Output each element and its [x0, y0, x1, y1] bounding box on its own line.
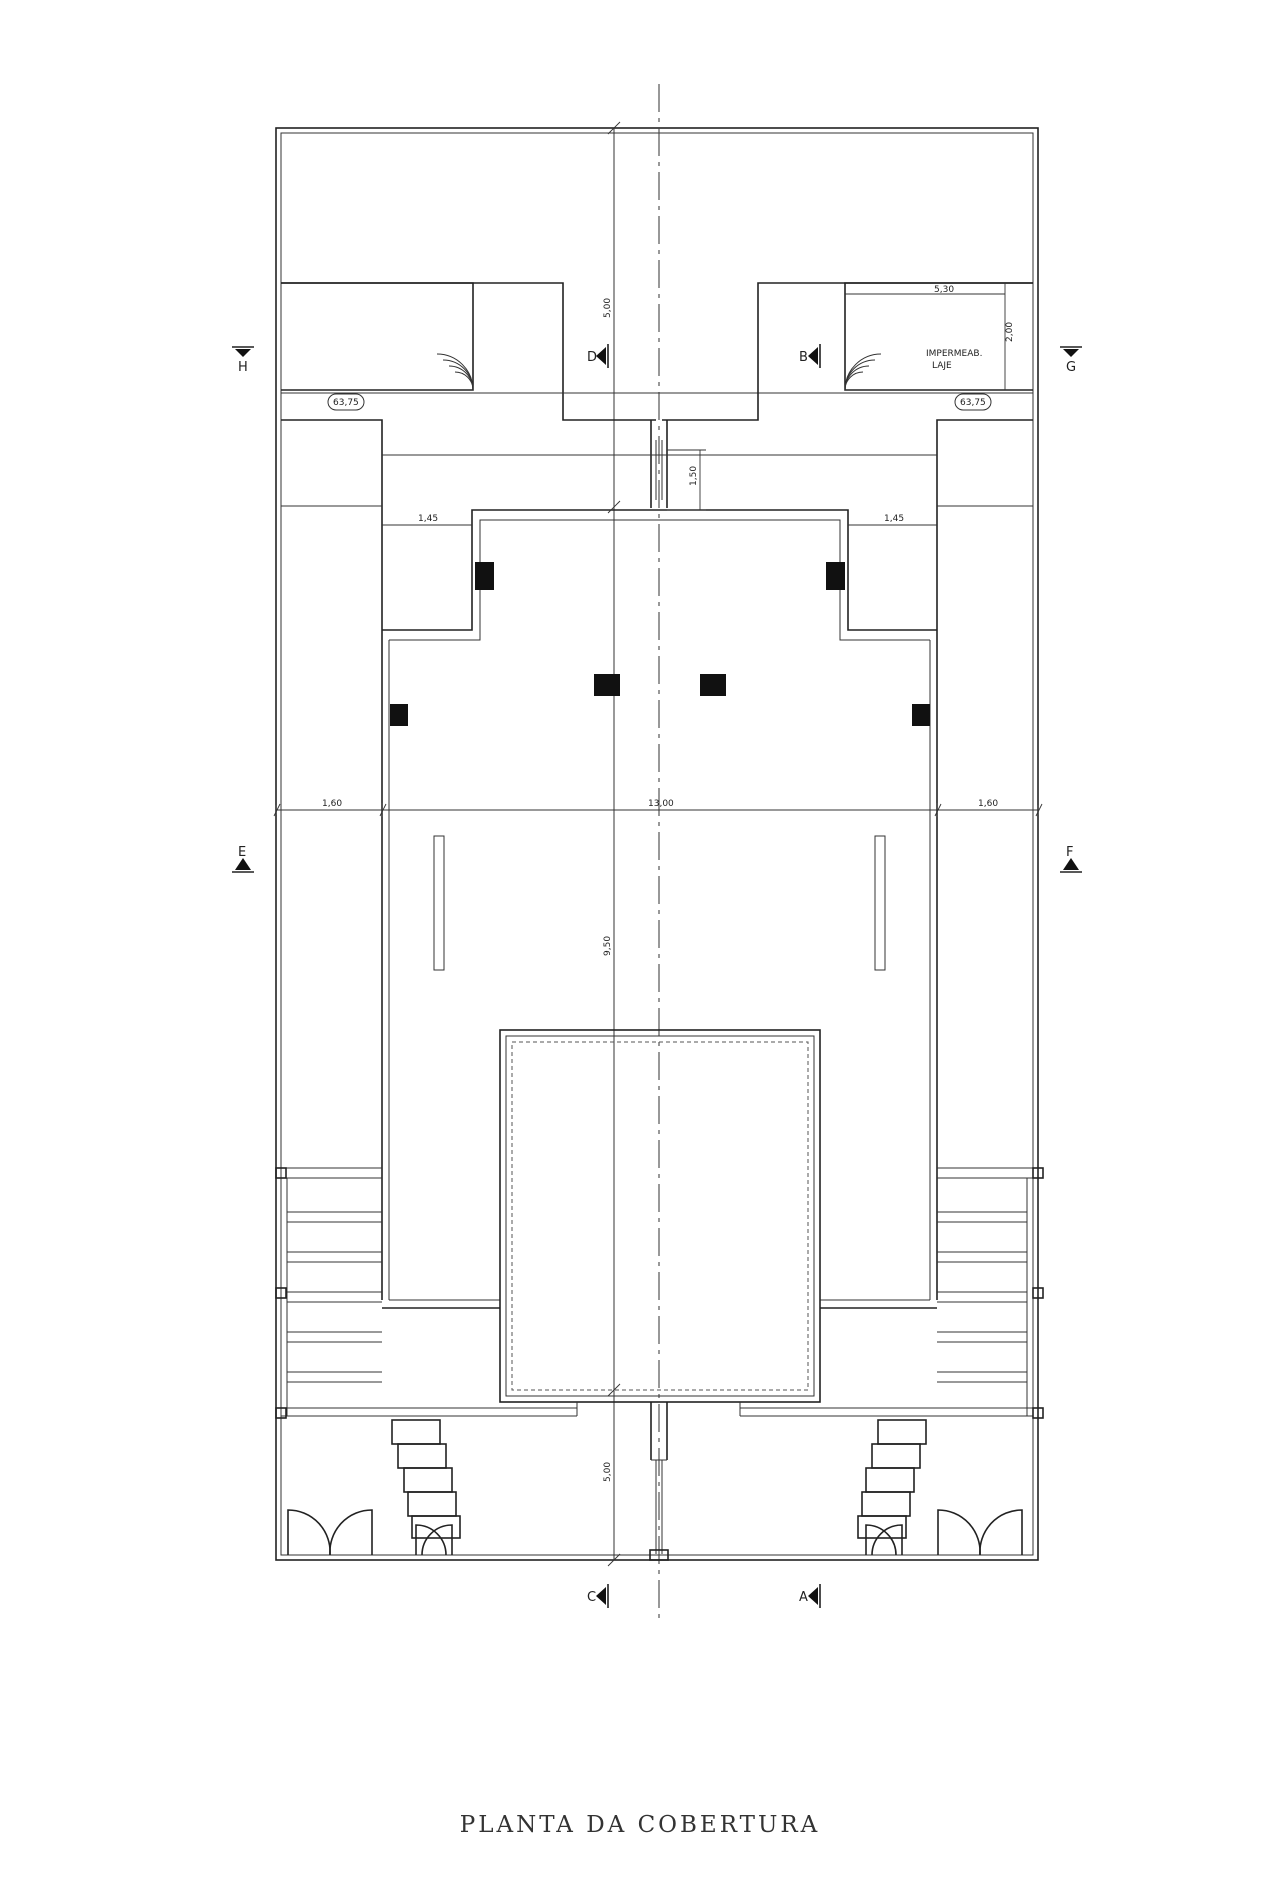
slot-left — [433, 835, 445, 971]
dim-box-width: 5,30 — [934, 285, 954, 295]
section-label-f: F — [1066, 845, 1073, 860]
section-label-a: A — [799, 1590, 808, 1605]
entrance-steps-right — [857, 1419, 927, 1539]
section-marker-h: H — [232, 346, 254, 375]
pillar — [594, 674, 620, 696]
section-marker-d: D — [587, 344, 609, 368]
front-passage — [649, 1402, 669, 1561]
outer-boundary — [275, 127, 1039, 1561]
room-label-line2: LAJE — [932, 361, 952, 371]
section-marker-b: B — [799, 344, 821, 368]
central-roof-outline — [382, 509, 937, 1309]
dim-center-depth: 9,50 — [603, 936, 613, 956]
dim-neck: 1,50 — [689, 466, 699, 486]
entrance-steps-left — [391, 1419, 461, 1539]
level-tag-right: 63,75 — [960, 398, 986, 408]
dim-right-step: 1,45 — [884, 514, 904, 524]
section-label-d: D — [587, 350, 597, 365]
pillars — [390, 562, 930, 726]
dim-top-center: 5,00 — [603, 298, 613, 318]
upper-left-block — [281, 282, 1033, 421]
section-marker-a: A — [799, 1584, 821, 1608]
section-marker-f: F — [1060, 845, 1082, 873]
section-label-h: H — [238, 360, 248, 375]
drawing-title: PLANTA DA COBERTURA — [459, 1812, 821, 1838]
dim-bottom-center: 5,00 — [603, 1462, 613, 1482]
dimension-lines — [273, 121, 1043, 1567]
pillar — [912, 704, 930, 726]
skylight — [499, 1029, 821, 1403]
dim-right-wing: 1,60 — [978, 799, 998, 809]
door-swings — [287, 1509, 1023, 1556]
section-label-e: E — [238, 845, 246, 860]
section-marker-e: E — [232, 845, 254, 873]
lower-right-stairs — [739, 1167, 1033, 1417]
level-tag-left: 63,75 — [333, 398, 359, 408]
section-markers: H G E F D B — [232, 344, 1082, 1608]
dim-box-height: 2,00 — [1005, 322, 1015, 342]
pillar — [475, 562, 494, 590]
section-marker-c: C — [587, 1584, 609, 1608]
pillar — [826, 562, 845, 590]
side-wings — [281, 419, 1033, 1300]
upper-right-block — [662, 282, 1033, 421]
dimension-texts: 5,00 5,30 2,00 1,50 1,45 1,45 1,60 13,00… — [322, 285, 1015, 1482]
section-label-b: B — [799, 350, 808, 365]
pillar — [700, 674, 726, 696]
dim-left-wing: 1,60 — [322, 799, 342, 809]
room-label: IMPERMEAB. LAJE — [926, 349, 982, 371]
lower-left-stairs — [281, 1167, 578, 1417]
neck-passage — [650, 420, 668, 508]
pillar — [390, 704, 408, 726]
section-marker-g: G — [1060, 346, 1082, 375]
level-tags: 63,75 63,75 — [327, 393, 992, 411]
dim-left-step: 1,45 — [418, 514, 438, 524]
room-label-line1: IMPERMEAB. — [926, 349, 982, 359]
slot-right — [874, 835, 886, 971]
column-markers — [275, 1167, 1044, 1419]
section-label-c: C — [587, 1590, 596, 1605]
section-label-g: G — [1066, 360, 1076, 375]
dim-center-width: 13,00 — [648, 799, 674, 809]
